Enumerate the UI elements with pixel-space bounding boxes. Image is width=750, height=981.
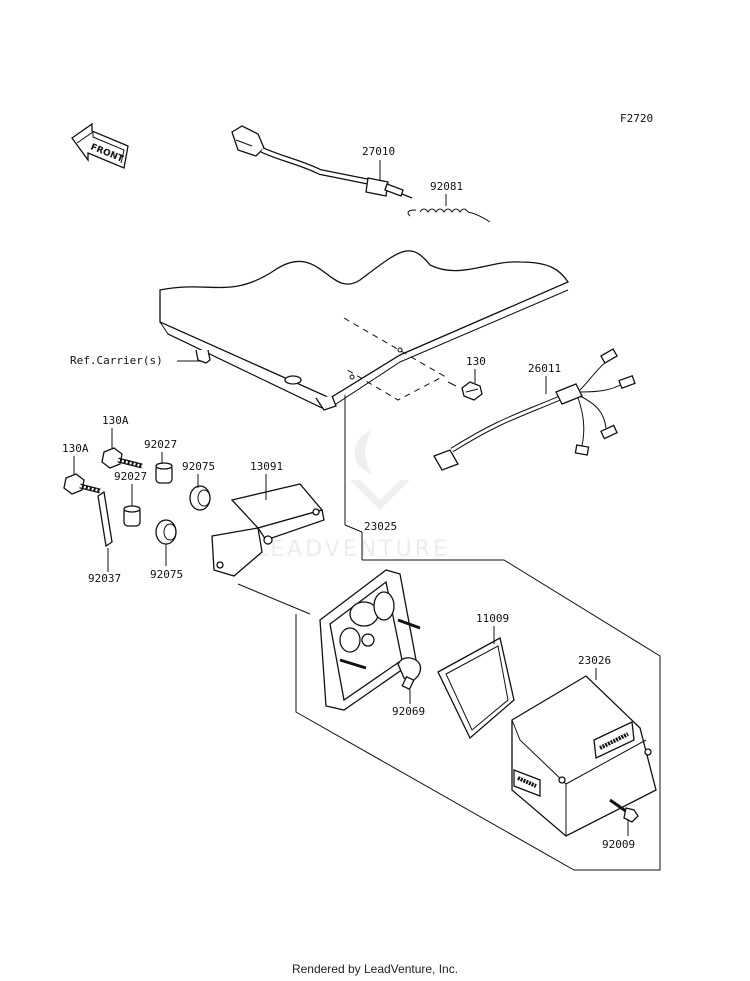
callout-92009: 92009	[602, 838, 635, 851]
callout-92075-upper: 92075	[182, 460, 215, 473]
callout-92037: 92037	[88, 572, 121, 585]
front-arrow-icon: FRONT	[71, 122, 129, 169]
callout-130a-upper: 130A	[102, 414, 129, 427]
callout-130: 130	[466, 355, 486, 368]
callout-26011: 26011	[528, 362, 561, 375]
callout-13091: 13091	[250, 460, 283, 473]
callout-ref-carrier: Ref.Carrier(s)	[70, 354, 163, 367]
assembly-23025-frame	[237, 524, 661, 871]
callout-23026: 23026	[578, 654, 611, 667]
callout-92027-lower: 92027	[114, 470, 147, 483]
part-92075-grommet-upper	[189, 485, 211, 511]
part-23025-light-base	[319, 569, 421, 711]
part-92075-grommet-lower	[155, 519, 177, 545]
part-92069-bulb	[397, 657, 422, 691]
rear-fender-carrier	[159, 250, 569, 525]
part-92027-collar-lower	[123, 505, 141, 527]
callout-92075-lower: 92075	[150, 568, 183, 581]
callout-23025: 23025	[364, 520, 397, 533]
part-130-bolt	[447, 381, 483, 401]
part-27010-switch-cable	[231, 125, 413, 199]
callout-27010: 27010	[362, 145, 395, 158]
part-92037-clamp	[97, 490, 113, 548]
part-130a-bolt-lower	[63, 473, 101, 495]
footer-credit: Rendered by LeadVenture, Inc.	[291, 962, 459, 976]
part-13091-bracket	[211, 483, 325, 577]
part-92081-spring	[407, 208, 491, 223]
callout-92027-upper: 92027	[144, 438, 177, 451]
part-23026-lens	[511, 675, 657, 837]
part-11009-gasket	[437, 637, 515, 740]
part-26011-wire-harness	[433, 348, 636, 471]
watermark-logo: LEADVENTURE	[255, 430, 450, 562]
watermark-text: LEADVENTURE	[255, 537, 450, 562]
callout-130a-lower: 130A	[62, 442, 89, 455]
callout-11009: 11009	[476, 612, 509, 625]
callout-92081: 92081	[430, 180, 463, 193]
part-92027-collar-upper	[155, 462, 173, 484]
callout-92069: 92069	[392, 705, 425, 718]
figure-code: F2720	[620, 112, 653, 125]
part-130a-bolt-upper	[101, 447, 143, 469]
part-92009-screw	[609, 798, 639, 823]
